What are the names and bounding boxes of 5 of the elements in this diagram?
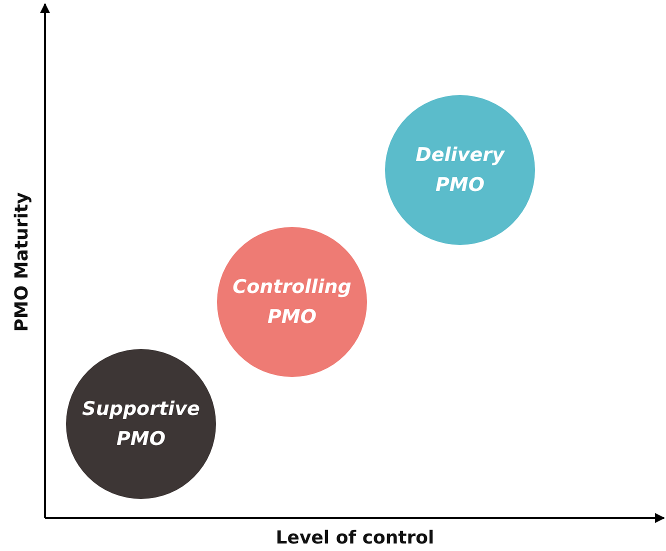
y-axis-title: PMO Maturity	[12, 192, 32, 332]
stage-label: Controlling PMO	[232, 275, 352, 330]
x-axis-title: Level of control	[276, 528, 434, 548]
stage-label: Supportive PMO	[81, 397, 201, 452]
stage-label: Delivery PMO	[414, 143, 506, 198]
